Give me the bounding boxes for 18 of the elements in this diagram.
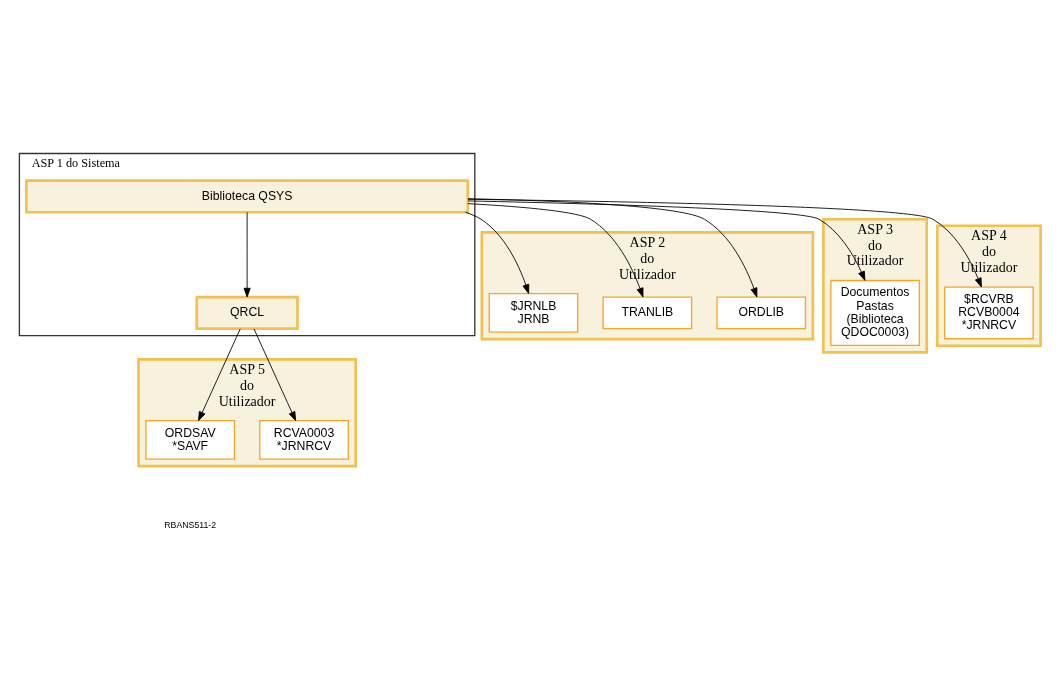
- arrow: [243, 211, 251, 297]
- arrow: [467, 197, 758, 297]
- node-box: QRCL: [195, 295, 299, 330]
- arrow: [465, 211, 530, 294]
- node-box: Documentos Pastas (Biblioteca QDOC0003): [830, 279, 920, 346]
- node-box: TRANLIB: [602, 296, 693, 329]
- node-box: RCVA0003 *JRNRCV: [259, 419, 349, 460]
- node-box: ORDLIB: [716, 296, 807, 329]
- arrow: [467, 200, 866, 281]
- arrow: [253, 327, 297, 421]
- node-box: $RCVRB RCVB0004 *JRNRCV: [944, 285, 1034, 339]
- node-box: ORDSAV *SAVF: [145, 419, 236, 460]
- node-box: $JRNLB JRNB: [488, 292, 579, 333]
- arrow: [198, 327, 241, 421]
- label: RBANS511-2: [164, 519, 217, 530]
- node-box: Biblioteca QSYS: [25, 178, 470, 213]
- arrow: [467, 198, 982, 287]
- arrow: [467, 202, 644, 297]
